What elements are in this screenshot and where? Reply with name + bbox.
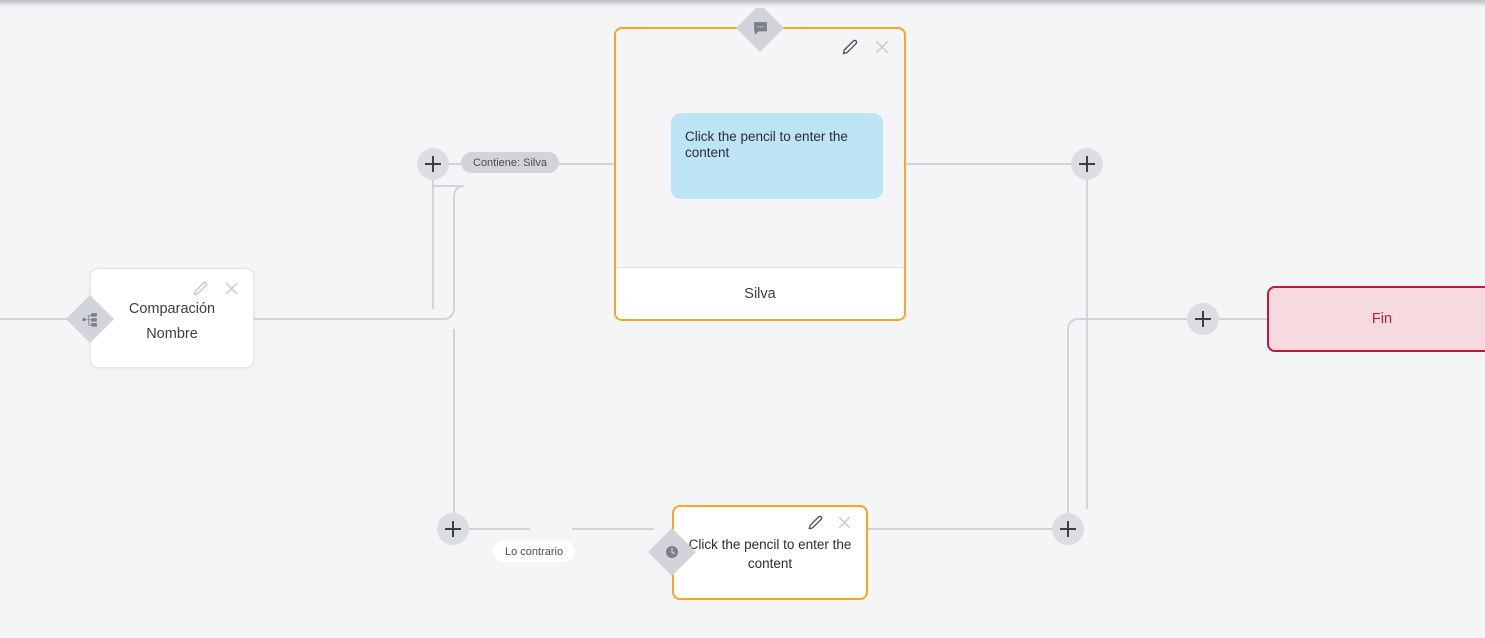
node-comparison[interactable]: Comparación Nombre xyxy=(90,268,254,368)
node-wait-text: Click the pencil to enter the content xyxy=(688,537,852,571)
node-message-footer: Silva xyxy=(616,267,904,319)
node-message-badge[interactable] xyxy=(735,3,785,53)
add-node-top-left[interactable] xyxy=(417,148,449,180)
node-wait-badge[interactable] xyxy=(647,527,697,577)
add-node-bottom-left[interactable] xyxy=(437,513,469,545)
chat-bubble-icon xyxy=(743,11,777,45)
close-icon[interactable] xyxy=(874,39,890,55)
node-wait-header xyxy=(808,515,852,530)
node-message-bubble[interactable]: Click the pencil to enter the content xyxy=(671,113,883,199)
add-node-before-end[interactable] xyxy=(1187,303,1219,335)
node-end[interactable]: Fin xyxy=(1267,286,1485,352)
close-icon[interactable] xyxy=(224,281,239,296)
node-comparison-subtitle: Nombre xyxy=(146,326,198,342)
node-comparison-title: Comparación xyxy=(128,301,216,317)
pencil-icon[interactable] xyxy=(193,281,208,296)
add-node-bottom-right[interactable] xyxy=(1052,513,1084,545)
node-wait[interactable]: Click the pencil to enter the content xyxy=(672,505,868,600)
pencil-icon[interactable] xyxy=(808,515,823,530)
branch-icon xyxy=(73,302,107,336)
pencil-icon[interactable] xyxy=(842,39,858,55)
node-message[interactable]: Click the pencil to enter the content Si… xyxy=(614,27,906,321)
edge-label-lo-contrario[interactable]: Lo contrario xyxy=(493,541,576,562)
add-node-top-right[interactable] xyxy=(1071,148,1103,180)
close-icon[interactable] xyxy=(837,515,852,530)
node-comparison-header xyxy=(193,281,239,296)
edge-label-contiene[interactable]: Contiene: Silva xyxy=(461,152,559,173)
node-message-header xyxy=(842,39,890,55)
node-comparison-badge[interactable] xyxy=(65,294,115,344)
top-gradient-strip xyxy=(0,0,1485,8)
clock-icon xyxy=(655,535,689,569)
